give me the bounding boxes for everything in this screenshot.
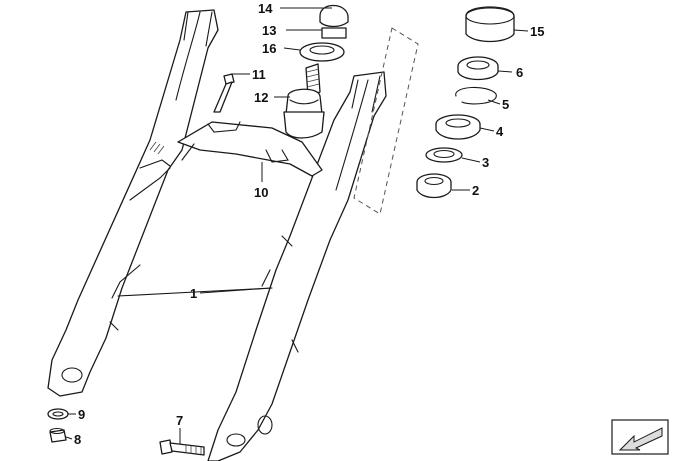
washer-16 <box>299 42 345 62</box>
callout-13: 13 <box>262 23 276 38</box>
bolt-8 <box>49 427 67 443</box>
callout-2: 2 <box>472 183 479 198</box>
top-cap-14 <box>319 4 349 28</box>
callout-6: 6 <box>516 65 523 80</box>
callout-9: 9 <box>78 407 85 422</box>
steering-stem <box>283 63 325 139</box>
arrow-direction-icon[interactable] <box>611 419 669 455</box>
callout-8: 8 <box>74 432 81 447</box>
steering-axis-frame <box>353 27 419 215</box>
seal-3 <box>425 147 463 163</box>
leader-lines <box>65 7 529 444</box>
callout-4: 4 <box>496 124 504 139</box>
bolt-11 <box>213 73 235 113</box>
adjusting-nut-6 <box>457 56 499 81</box>
callout-14: 14 <box>258 1 273 16</box>
callout-1: 1 <box>190 286 197 301</box>
callout-12: 12 <box>254 90 268 105</box>
callout-3: 3 <box>482 155 489 170</box>
fork-bridge-plate <box>177 121 323 177</box>
bearing-race-2 <box>416 173 452 199</box>
callout-5: 5 <box>502 97 509 112</box>
right-fork-leg <box>207 71 387 461</box>
callout-11: 11 <box>252 67 266 82</box>
circlip-5 <box>455 86 497 105</box>
callout-15: 15 <box>530 24 544 39</box>
bearing-4 <box>435 114 481 140</box>
callout-7: 7 <box>176 413 183 428</box>
left-fork-leg <box>47 9 219 397</box>
callout-10: 10 <box>254 185 268 200</box>
callout-16: 16 <box>262 41 276 56</box>
o-ring-9 <box>47 408 69 420</box>
nut-13 <box>321 27 347 39</box>
dust-cap-15 <box>465 6 515 43</box>
bolt-7 <box>159 439 205 456</box>
